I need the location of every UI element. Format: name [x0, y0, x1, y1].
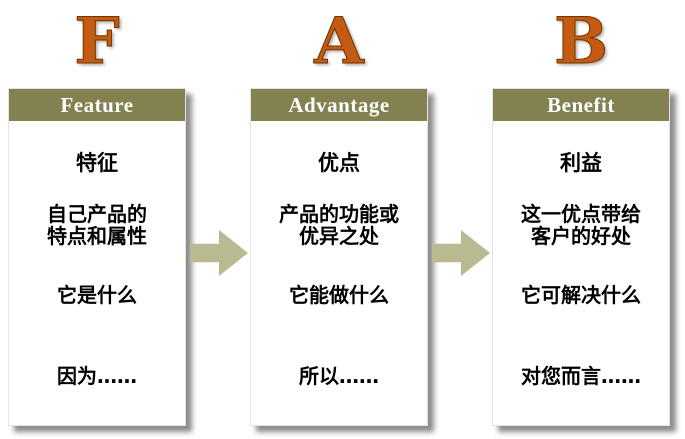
description-line-2: 客户的好处 [531, 224, 631, 248]
card-header: Feature [9, 89, 185, 121]
column-letter: F [74, 4, 120, 80]
description-line-1: 自己产品的 [47, 202, 147, 226]
question-text: 它能做什么 [289, 283, 389, 307]
right-arrow-icon [190, 230, 248, 276]
description-line-2: 特点和属性 [47, 224, 147, 248]
column-advantage: A Advantage 优点 产品的功能或 优异之处 它能做什么 所以…… [250, 0, 428, 426]
card-header: Advantage [251, 89, 427, 121]
card-body: 利益 这一优点带给 客户的好处 它可解决什么 对您而言…… [493, 121, 669, 389]
column-letter: A [314, 4, 365, 80]
column-feature: F Feature 特征 自己产品的 特点和属性 它是什么 因为…… [8, 0, 186, 426]
advantage-card: Advantage 优点 产品的功能或 优异之处 它能做什么 所以…… [250, 88, 428, 426]
phrase-text: 对您而言…… [521, 364, 641, 388]
phrase-text: 因为…… [57, 364, 137, 388]
term-text: 特征 [76, 151, 118, 175]
right-arrow-icon [432, 230, 490, 276]
description-line-1: 这一优点带给 [521, 202, 641, 226]
question-text: 它是什么 [57, 283, 137, 307]
card-body: 优点 产品的功能或 优异之处 它能做什么 所以…… [251, 121, 427, 389]
term-text: 优点 [318, 151, 360, 175]
term-text: 利益 [560, 151, 602, 175]
card-header: Benefit [493, 89, 669, 121]
description-line-1: 产品的功能或 [279, 202, 399, 226]
column-letter: B [553, 4, 609, 80]
phrase-text: 所以…… [299, 364, 379, 388]
benefit-card: Benefit 利益 这一优点带给 客户的好处 它可解决什么 对您而言…… [492, 88, 670, 426]
card-body: 特征 自己产品的 特点和属性 它是什么 因为…… [9, 121, 185, 389]
column-benefit: B Benefit 利益 这一优点带给 客户的好处 它可解决什么 对您而言…… [492, 0, 670, 426]
description-text: 自己产品的 特点和属性 [47, 203, 147, 247]
description-line-2: 优异之处 [299, 224, 379, 248]
feature-card: Feature 特征 自己产品的 特点和属性 它是什么 因为…… [8, 88, 186, 426]
description-text: 产品的功能或 优异之处 [279, 203, 399, 247]
question-text: 它可解决什么 [521, 283, 641, 307]
description-text: 这一优点带给 客户的好处 [521, 203, 641, 247]
